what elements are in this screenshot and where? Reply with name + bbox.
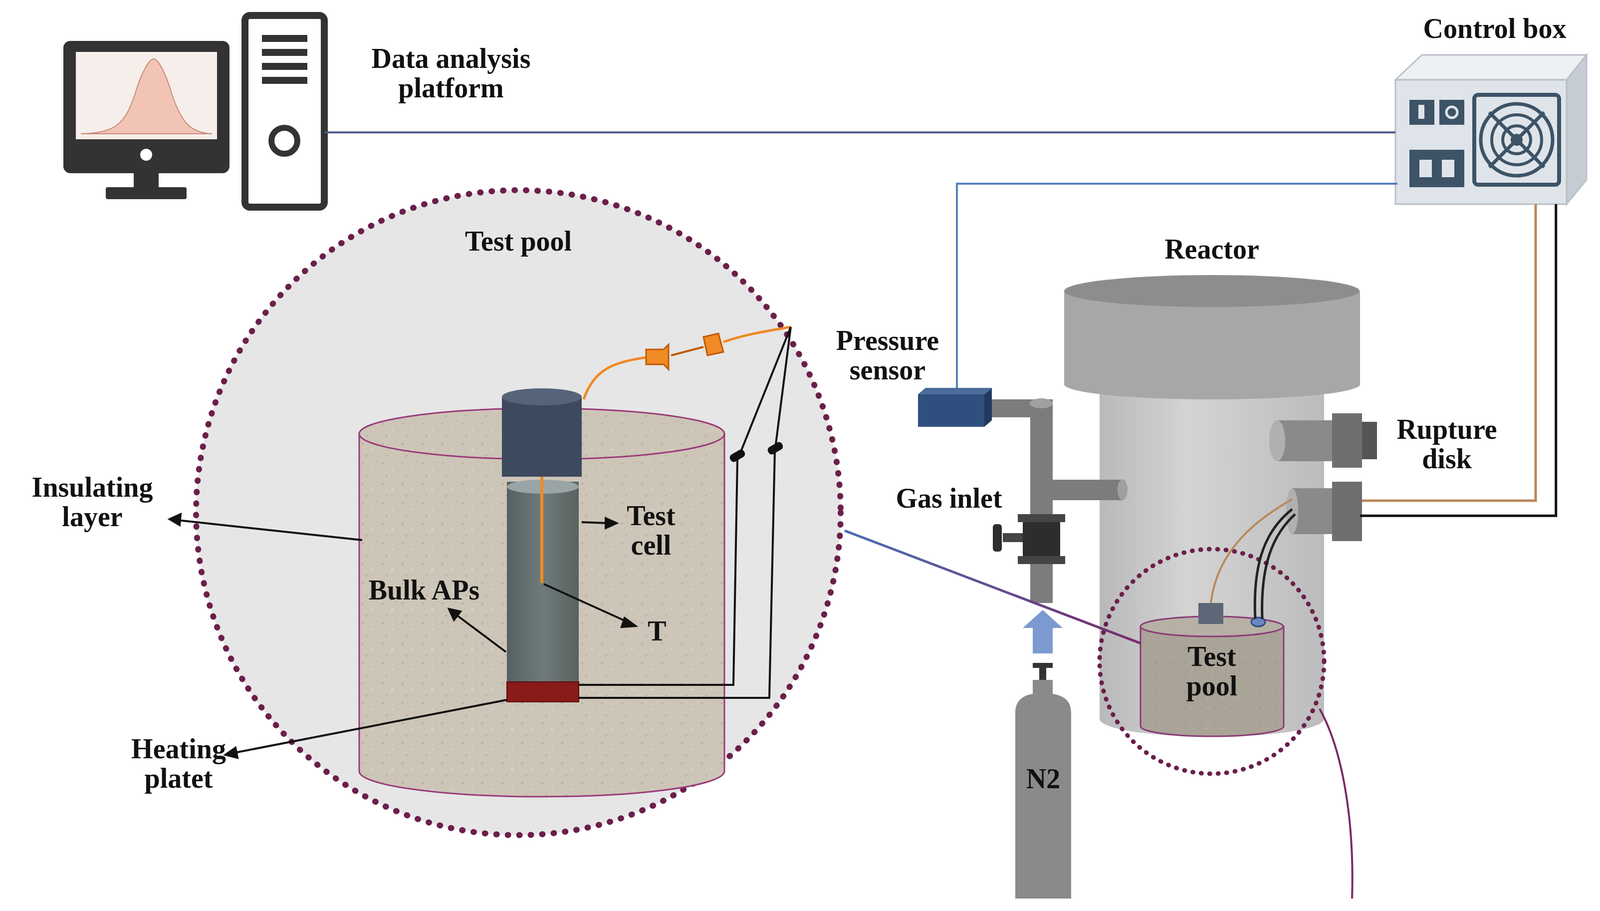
node-label: Test pool — [464, 226, 572, 256]
node-label: Reactor — [1164, 234, 1260, 264]
node-label: Test pool — [1169, 641, 1255, 701]
test-pool-node: Test pool — [1140, 617, 1284, 735]
control-box-icon — [1395, 54, 1587, 205]
reactor-node: ReactorTest pool — [1064, 275, 1361, 735]
callout-label: Bulk APs — [368, 575, 480, 605]
connector-line — [324, 131, 1396, 134]
callout-label: T — [647, 616, 667, 646]
zoom-circle-node: Test pool — [191, 188, 845, 835]
connector-line — [1360, 204, 1557, 516]
connector-line — [844, 530, 1141, 644]
test-pool-small — [1099, 498, 1353, 899]
node-label: N2 — [1026, 763, 1061, 794]
gas-inlet-piping — [984, 398, 1128, 603]
callout-label: Test cell — [603, 500, 699, 560]
gas-cylinder — [1015, 609, 1072, 899]
callout-label: Rupture disk — [1381, 414, 1512, 474]
callout-label: Pressure sensor — [812, 325, 963, 385]
callout-label: Insulating layer — [12, 472, 173, 532]
leader-line — [169, 513, 636, 758]
computer-node: Data analysis platform — [63, 15, 325, 208]
gas-cylinder-node: N2 — [1015, 673, 1072, 899]
node-label: Control box — [1423, 13, 1567, 44]
test-pool-detail — [196, 190, 841, 835]
node-label: Data analysis platform — [351, 43, 551, 103]
callout-label: Heating platet — [98, 733, 259, 793]
pressure-sensor — [917, 387, 992, 427]
signal-wire — [1362, 204, 1536, 501]
reactor-vessel — [1064, 274, 1377, 737]
computer-icon — [63, 15, 325, 208]
control-box-node: Control box — [1395, 50, 1587, 205]
callout-label: Gas inlet — [895, 483, 1002, 513]
